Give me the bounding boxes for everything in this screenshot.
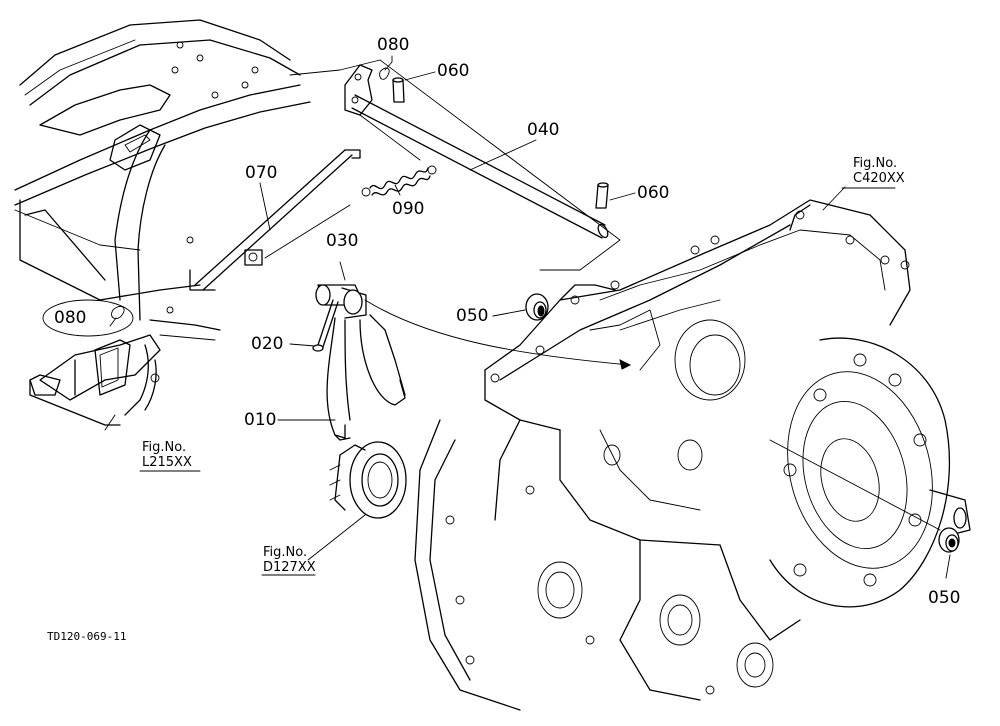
rod-040 [344,64,609,239]
callout-080-left: 080 [54,308,87,328]
callout-050-right: 050 [928,588,961,608]
fig-ref-l215-label: Fig.No. [142,440,187,455]
transmission-case [414,199,971,711]
callout-010: 010 [244,410,277,430]
callout-040: 040 [527,120,560,140]
callout-060-mid: 060 [637,183,670,203]
callout-090: 090 [392,199,425,219]
fig-ref-c420: Fig.No. C420XX [853,156,905,186]
fig-ref-d127-label: Fig.No. [263,545,308,560]
fig-ref-d127: Fig.No. D127XX [263,545,316,575]
shift-fork-010 [315,284,406,441]
seal-050-right [938,527,960,553]
fig-ref-l215: Fig.No. L215XX [142,440,192,470]
callout-050-mid: 050 [456,306,489,326]
fig-ref-l215-code: L215XX [142,455,192,470]
rod-frame-line [289,59,621,271]
pin-060-top [392,77,405,103]
cotter-pin-080-left [42,299,134,337]
fig-ref-c420-label: Fig.No. [853,156,898,171]
leader-rod-spring [359,114,421,161]
spring-090 [361,165,437,197]
leader-070-spring [264,204,351,259]
left-bracket-assembly [29,319,221,426]
fig-ref-c420-code: C420XX [853,171,905,186]
rod-070 [189,149,361,291]
seal-050-mid [525,293,549,321]
fender-outline [14,19,311,321]
callout-020: 020 [251,334,284,354]
callout-leaders [104,55,951,579]
bolt-020 [312,299,339,352]
callout-080-top: 080 [377,35,410,55]
assembly-arrow-fork [364,299,631,366]
cotter-pin-080-top [379,67,390,80]
leader-030 [339,261,346,281]
pin-060-mid [595,182,609,209]
callout-030: 030 [326,231,359,251]
bearing-assembly [329,441,407,519]
fig-ref-d127-code: D127XX [263,560,316,575]
drawing-id: TD120-069-11 [47,630,127,643]
callout-060-top: 060 [437,61,470,81]
arrow-head [619,359,632,370]
callout-070: 070 [245,163,278,183]
